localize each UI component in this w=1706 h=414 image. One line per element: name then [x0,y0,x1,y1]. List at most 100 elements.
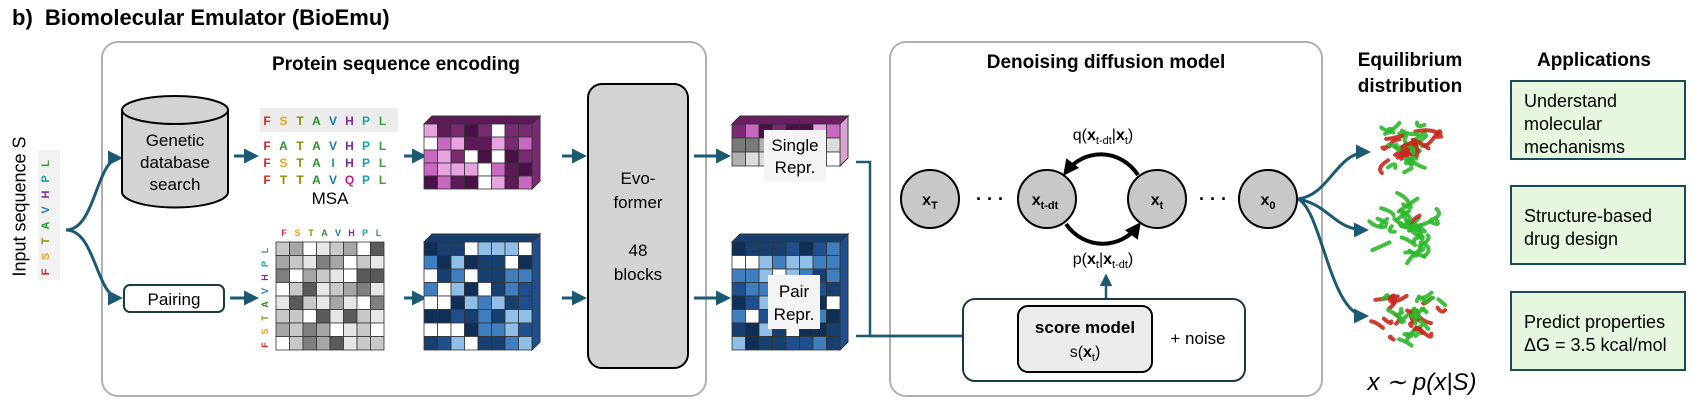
pair-grid-cell [370,255,385,270]
pair-header-letter: S [294,228,300,238]
block-cell [518,255,533,270]
block-cell [758,255,773,270]
protein-strand [1396,196,1420,214]
equilibrium-title: distribution [1358,76,1462,97]
pair-grid-cell [302,255,317,270]
msa-letter: A [312,156,321,170]
block-cell [491,123,506,138]
pair-grid-cell [370,295,385,310]
block-cell [504,309,519,324]
diffusion-title: Denoising diffusion model [987,52,1226,73]
block-cell [731,309,746,324]
msa-letter: T [296,173,304,187]
protein-strand [1399,128,1420,137]
application-box-2: Structure-based drug design [1510,185,1686,265]
block-cell [745,322,760,337]
protein-strand [1380,293,1390,302]
protein-strand [1435,305,1448,314]
equilibrium-title: Equilibrium [1358,50,1463,71]
pair-side-letter: A [260,301,270,308]
node-xT: xT [900,169,960,229]
protein-strand [1375,216,1389,226]
block-cell [826,295,841,310]
msa-header-letter: S [279,114,287,128]
block-cell [826,123,841,139]
single-repr-label-bg [764,130,826,182]
block-cell [464,149,479,164]
block-cell [437,255,452,270]
block-cell [423,309,438,324]
block-cell [450,322,465,337]
block-cell [772,336,787,351]
block-cell [504,336,519,351]
block-cell [745,282,760,297]
pair-grid-cell [275,322,290,337]
block-cell [731,336,746,351]
pair-grid-cell [289,268,304,283]
block-cell [423,241,438,256]
protein-structure [1369,290,1448,348]
db-label-line: database [140,153,210,172]
msa-letter: H [345,156,354,170]
application-line: Understand [1524,91,1618,111]
protein-strand [1384,133,1405,141]
svg-text:xt: xt [1151,192,1164,212]
block-cell [464,136,479,151]
block-cell [518,268,533,283]
block-cell [437,336,452,351]
block-cell [464,241,479,256]
protein-strand [1403,250,1427,259]
block-cell [477,162,492,177]
block-cell [731,322,746,337]
block-cell [437,123,452,138]
msa-letter: T [296,139,304,153]
block-cell [477,255,492,270]
msa-letter: F [263,156,270,170]
block-cell [437,322,452,337]
protein-strand [1397,337,1414,348]
pair-grid-cell [302,309,317,324]
application-line: ΔG = 3.5 kcal/mol [1524,335,1667,355]
pair-grid-cell [370,322,385,337]
protein-strand [1412,310,1418,326]
block-cell [450,336,465,351]
msa-letter: Q [345,173,354,187]
pair-grid-cell [329,282,344,297]
block-cell [450,241,465,256]
block-cell [477,149,492,164]
pair-grid-cell [329,322,344,337]
pair-grid-cell [356,241,371,256]
pair-grid-cell [356,336,371,351]
pair-side-letter: V [260,288,270,294]
block-cell [437,241,452,256]
protein-strand [1402,134,1415,151]
block-cell [518,123,533,138]
msa-letter: L [379,139,386,153]
pair-grid-cell [343,309,358,324]
evoformer-line: former [613,193,662,212]
block-cell [785,241,800,256]
msa-letter: A [312,173,321,187]
block-cell [745,151,760,167]
equilibrium-formula: x ∼ p(x|S) [1366,369,1476,396]
application-line: Predict properties [1524,312,1666,332]
msa-letter: T [296,156,304,170]
block-cell [464,123,479,138]
protein-strand [1408,320,1414,328]
noise-label: + noise [1170,329,1225,348]
x0-to-protein-1-arrow [1297,144,1371,201]
block-cell [504,268,519,283]
block-cell [477,175,492,190]
block-cell [745,295,760,310]
protein-strand [1410,137,1431,151]
block-cell [437,282,452,297]
protein-strand [1412,326,1424,335]
block-cell [491,162,506,177]
pair-grid-cell [316,309,331,324]
application-box-3: Predict properties ΔG = 3.5 kcal/mol [1510,291,1686,371]
protein-structures [1367,120,1448,348]
protein-strand [1370,240,1392,253]
